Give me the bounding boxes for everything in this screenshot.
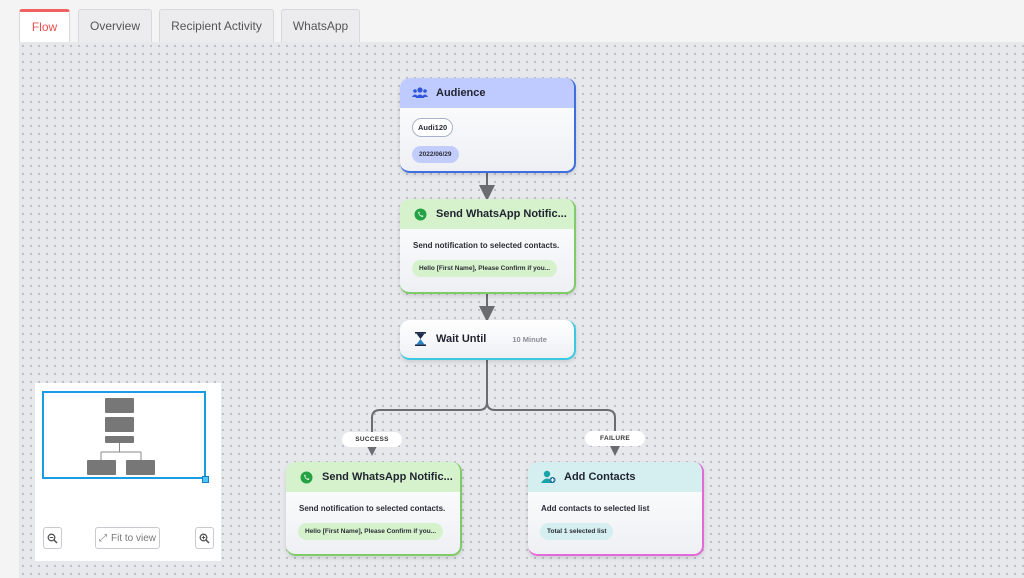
minimap-preview [87,398,155,475]
hourglass-icon [412,331,428,347]
wait-node-title: Wait Until [436,333,487,345]
expand-icon: ⤢ [98,532,107,544]
fit-to-view-button[interactable]: ⤢ Fit to view [95,527,160,549]
wait-until-node[interactable]: Wait Until 10 Minute [400,320,576,360]
mm-node-add-contacts [126,460,155,475]
whatsapp-success-message: Hello [First Name], Please Confirm if yo… [298,523,444,540]
wait-duration: 10 Minute [512,334,547,344]
zoom-out-button[interactable] [43,527,62,549]
tab-overview[interactable]: Overview [78,9,152,42]
mm-node-whatsapp [105,417,134,432]
failure-label: FAILURE [585,431,645,446]
whatsapp-message-preview: Hello [First Name], Please Confirm if yo… [412,260,558,277]
add-contacts-header: Add Contacts [528,462,702,492]
wait-node-header: Wait Until 10 Minute [400,320,574,358]
zoom-out-icon [47,533,58,544]
mm-node-audience [105,398,134,413]
whatsapp-node-title: Send WhatsApp Notific... [436,208,567,220]
zoom-in-button[interactable] [195,527,214,549]
tab-whatsapp[interactable]: WhatsApp [281,9,360,42]
audience-node-header: Audience [400,78,574,108]
whatsapp-icon [298,469,314,485]
users-icon [412,85,428,101]
whatsapp-success-node[interactable]: Send WhatsApp Notific... Send notificati… [286,462,462,556]
whatsapp-success-description: Send notification to selected contacts. [299,504,446,513]
add-contacts-title: Add Contacts [564,471,636,483]
whatsapp-success-header: Send WhatsApp Notific... [286,462,460,492]
tab-recipient-activity[interactable]: Recipient Activity [159,9,274,42]
audience-tag: Audi120 [412,118,454,137]
audience-node[interactable]: Audience Audi120 2022/06/29 [400,78,576,173]
add-contacts-node[interactable]: Add Contacts Add contacts to selected li… [528,462,704,556]
minimap-panel: ⤢ Fit to view [35,383,221,561]
flow-canvas[interactable]: Audience Audi120 2022/06/29 Send WhatsAp… [19,42,1024,578]
add-contact-icon [540,469,556,485]
fit-to-view-label: Fit to view [110,532,156,544]
minimap-viewport[interactable] [42,391,206,479]
whatsapp-node-header: Send WhatsApp Notific... [400,199,574,229]
whatsapp-icon [412,206,428,222]
success-label: SUCCESS [342,432,402,447]
whatsapp-notification-node[interactable]: Send WhatsApp Notific... Send notificati… [400,199,576,294]
add-contacts-summary: Total 1 selected list [540,523,614,540]
flow-edges [364,173,623,456]
minimap-resize-handle[interactable] [202,476,209,483]
tab-bar: Flow Overview Recipient Activity WhatsAp… [0,0,1024,42]
audience-date: 2022/06/29 [412,146,459,163]
whatsapp-node-description: Send notification to selected contacts. [413,241,560,250]
mm-node-wait [105,436,134,443]
mm-node-success [87,460,116,475]
tab-flow[interactable]: Flow [19,9,70,42]
edge-wait-failure [486,401,623,456]
audience-node-title: Audience [436,87,486,99]
whatsapp-success-title: Send WhatsApp Notific... [322,471,453,483]
add-contacts-description: Add contacts to selected list [541,504,650,513]
zoom-in-icon [199,533,210,544]
